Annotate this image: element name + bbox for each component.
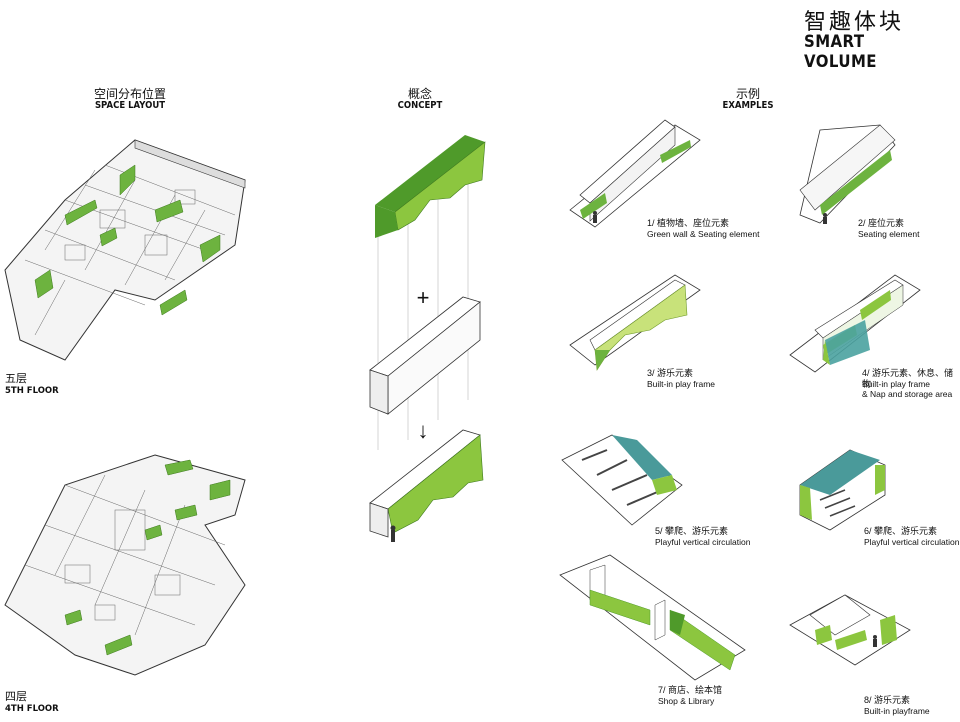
example-8-caption-en: Built-in playframe — [864, 706, 930, 716]
concept-arrow-down: ↓ — [417, 418, 429, 443]
example-6-caption-cn: 6/ 攀爬、游乐元素 — [864, 526, 938, 536]
example-1-illustration — [569, 119, 701, 228]
example-5-illustration — [561, 434, 683, 526]
concept-title-en: CONCEPT — [397, 100, 443, 111]
example-1-caption-cn: 1/ 植物墙、座位元素 — [647, 218, 730, 228]
fourth-floor-label-cn: 四层 — [5, 691, 27, 703]
concept-title-cn: 概念 — [407, 87, 432, 101]
concept-green-volume — [375, 135, 486, 238]
example-3-caption-en: Built-in play frame — [647, 379, 716, 389]
example-7-caption-en: Shop & Library — [658, 696, 715, 706]
concept-combined-volume — [369, 429, 484, 542]
fourth-floor-plan — [4, 454, 246, 676]
example-2-caption-cn: 2/ 座位元素 — [858, 218, 905, 228]
examples-title-en: EXAMPLES — [722, 100, 774, 111]
example-1-caption-en: Green wall & Seating element — [647, 229, 760, 239]
title-en: SMART VOLUME — [804, 32, 877, 72]
concept-plus-symbol: + — [416, 285, 430, 310]
example-7-illustration — [559, 554, 746, 681]
example-3-caption-cn: 3/ 游乐元素 — [647, 368, 694, 378]
fourth-floor-label-en: 4TH FLOOR — [5, 704, 59, 714]
example-5-caption-en: Playful vertical circulation — [655, 537, 751, 547]
example-4-caption-cn: 4/ 游乐元素、休息、储物 — [862, 368, 954, 389]
concept-guide-lines — [377, 180, 469, 450]
example-4-caption-en: Built-in play frame — [862, 379, 931, 389]
space-layout-title-cn: 空间分布位置 — [93, 87, 166, 101]
fifth-floor-label-en: 5TH FLOOR — [5, 386, 59, 396]
fifth-floor-label-cn: 五层 — [5, 373, 27, 385]
example-3-illustration — [569, 274, 701, 371]
example-4-illustration — [789, 274, 921, 373]
space-layout-title-en: SPACE LAYOUT — [94, 100, 166, 111]
example-7-caption-cn: 7/ 商店、绘本馆 — [658, 685, 723, 695]
example-2-caption-en: Seating element — [858, 229, 920, 239]
title-cn: 智趣体块 — [804, 9, 905, 34]
example-8-illustration — [789, 594, 911, 666]
examples-title-cn: 示例 — [735, 87, 760, 101]
example-5-caption-cn: 5/ 攀爬、游乐元素 — [655, 526, 729, 536]
concept-white-slab — [369, 296, 481, 415]
example-6-caption-en: Playful vertical circulation — [864, 537, 960, 547]
example-8-caption-cn: 8/ 游乐元素 — [864, 695, 911, 705]
example-2-illustration — [799, 124, 896, 224]
example-6-illustration — [799, 449, 886, 531]
fifth-floor-plan — [4, 139, 246, 361]
example-4-caption-en-2: & Nap and storage area — [862, 389, 953, 399]
